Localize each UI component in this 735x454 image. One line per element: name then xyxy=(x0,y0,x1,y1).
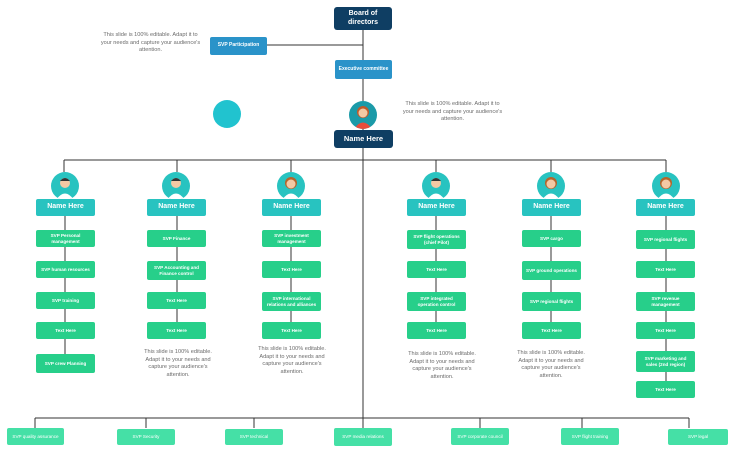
column-5-item-3[interactable]: SVP regional flights xyxy=(522,292,581,311)
column-6-item-3[interactable]: SVP revenue management xyxy=(636,292,695,311)
column-6-item-6[interactable]: Text Here xyxy=(636,381,695,398)
column-3-item-4[interactable]: Text Here xyxy=(262,322,321,339)
column-4-item-1[interactable]: SVP flight operations (chief Pilot) xyxy=(407,230,466,249)
column-2-item-1[interactable]: SVP Finance xyxy=(147,230,206,247)
column-4-name-box[interactable]: Name Here xyxy=(407,199,466,216)
column-6-item-2[interactable]: Text Here xyxy=(636,261,695,278)
column-5-item-2[interactable]: SVP ground operations xyxy=(522,261,581,280)
column-4-item-3[interactable]: SVP integrated operation control xyxy=(407,292,466,311)
column-2-item-4[interactable]: Text Here xyxy=(147,322,206,339)
bottom-box-2[interactable]: SVP Security xyxy=(117,429,175,445)
executive-committee-box[interactable]: Executive committee xyxy=(335,60,392,79)
column-1-item-4[interactable]: Text Here xyxy=(36,322,95,339)
svp-participation-box[interactable]: SVP Participation xyxy=(210,37,267,55)
column-3-name-box[interactable]: Name Here xyxy=(262,199,321,216)
bottom-box-6[interactable]: SVP flight training xyxy=(561,428,619,445)
column-3-item-1[interactable]: SVP investment management xyxy=(262,230,321,247)
column-6-item-4[interactable]: Text Here xyxy=(636,322,695,339)
note-column-2: This slide is 100% editable. Adapt it to… xyxy=(144,349,212,378)
column-2-avatar-icon xyxy=(162,172,190,200)
column-5-name-box[interactable]: Name Here xyxy=(522,199,581,216)
bottom-box-5[interactable]: SVP corporate council xyxy=(451,428,509,445)
bottom-box-7[interactable]: SVP legal xyxy=(668,429,728,445)
column-2-item-2[interactable]: SVP Accounting and Finance control xyxy=(147,261,206,280)
board-of-directors-box[interactable]: Board of directors xyxy=(334,7,392,30)
column-6-item-5[interactable]: SVP marketing and sales (2nd region) xyxy=(636,351,695,372)
column-1-avatar-icon xyxy=(51,172,79,200)
column-6-item-1[interactable]: SVP regional flights xyxy=(636,230,695,249)
bottom-box-3[interactable]: SVP technical xyxy=(225,429,283,445)
column-5-item-4[interactable]: Text Here xyxy=(522,322,581,339)
bottom-box-4[interactable]: SVP media relations xyxy=(334,428,392,446)
column-1-item-3[interactable]: SVP training xyxy=(36,292,95,309)
column-1-item-1[interactable]: SVP Personal management xyxy=(36,230,95,247)
decorative-circle xyxy=(213,100,241,128)
column-5-item-1[interactable]: SVP cargo xyxy=(522,230,581,247)
note-column-3: This slide is 100% editable. Adapt it to… xyxy=(258,346,326,375)
bottom-box-1[interactable]: SVP quality assurance xyxy=(7,428,64,445)
note-column-5: This slide is 100% editable. Adapt it to… xyxy=(517,350,585,379)
column-5-avatar-icon xyxy=(537,172,565,200)
column-1-item-5[interactable]: SVP crew Planning xyxy=(36,354,95,373)
column-3-item-3[interactable]: SVP international relations and alliance… xyxy=(262,292,321,311)
column-2-name-box[interactable]: Name Here xyxy=(147,199,206,216)
note-top-right: This slide is 100% editable. Adapt it to… xyxy=(402,101,503,123)
column-3-item-2[interactable]: Text Here xyxy=(262,261,321,278)
ceo-avatar-icon xyxy=(349,101,377,129)
ceo-name-box[interactable]: Name Here xyxy=(334,130,393,148)
column-6-avatar-icon xyxy=(652,172,680,200)
column-1-item-2[interactable]: SVP human resources xyxy=(36,261,95,278)
column-3-avatar-icon xyxy=(277,172,305,200)
column-4-avatar-icon xyxy=(422,172,450,200)
column-2-item-3[interactable]: Text Here xyxy=(147,292,206,309)
note-top-left: This slide is 100% editable. Adapt it to… xyxy=(100,32,201,54)
column-1-name-box[interactable]: Name Here xyxy=(36,199,95,216)
column-4-item-2[interactable]: Text Here xyxy=(407,261,466,278)
column-6-name-box[interactable]: Name Here xyxy=(636,199,695,216)
column-4-item-4[interactable]: Text Here xyxy=(407,322,466,339)
note-column-4: This slide is 100% editable. Adapt it to… xyxy=(408,351,476,380)
